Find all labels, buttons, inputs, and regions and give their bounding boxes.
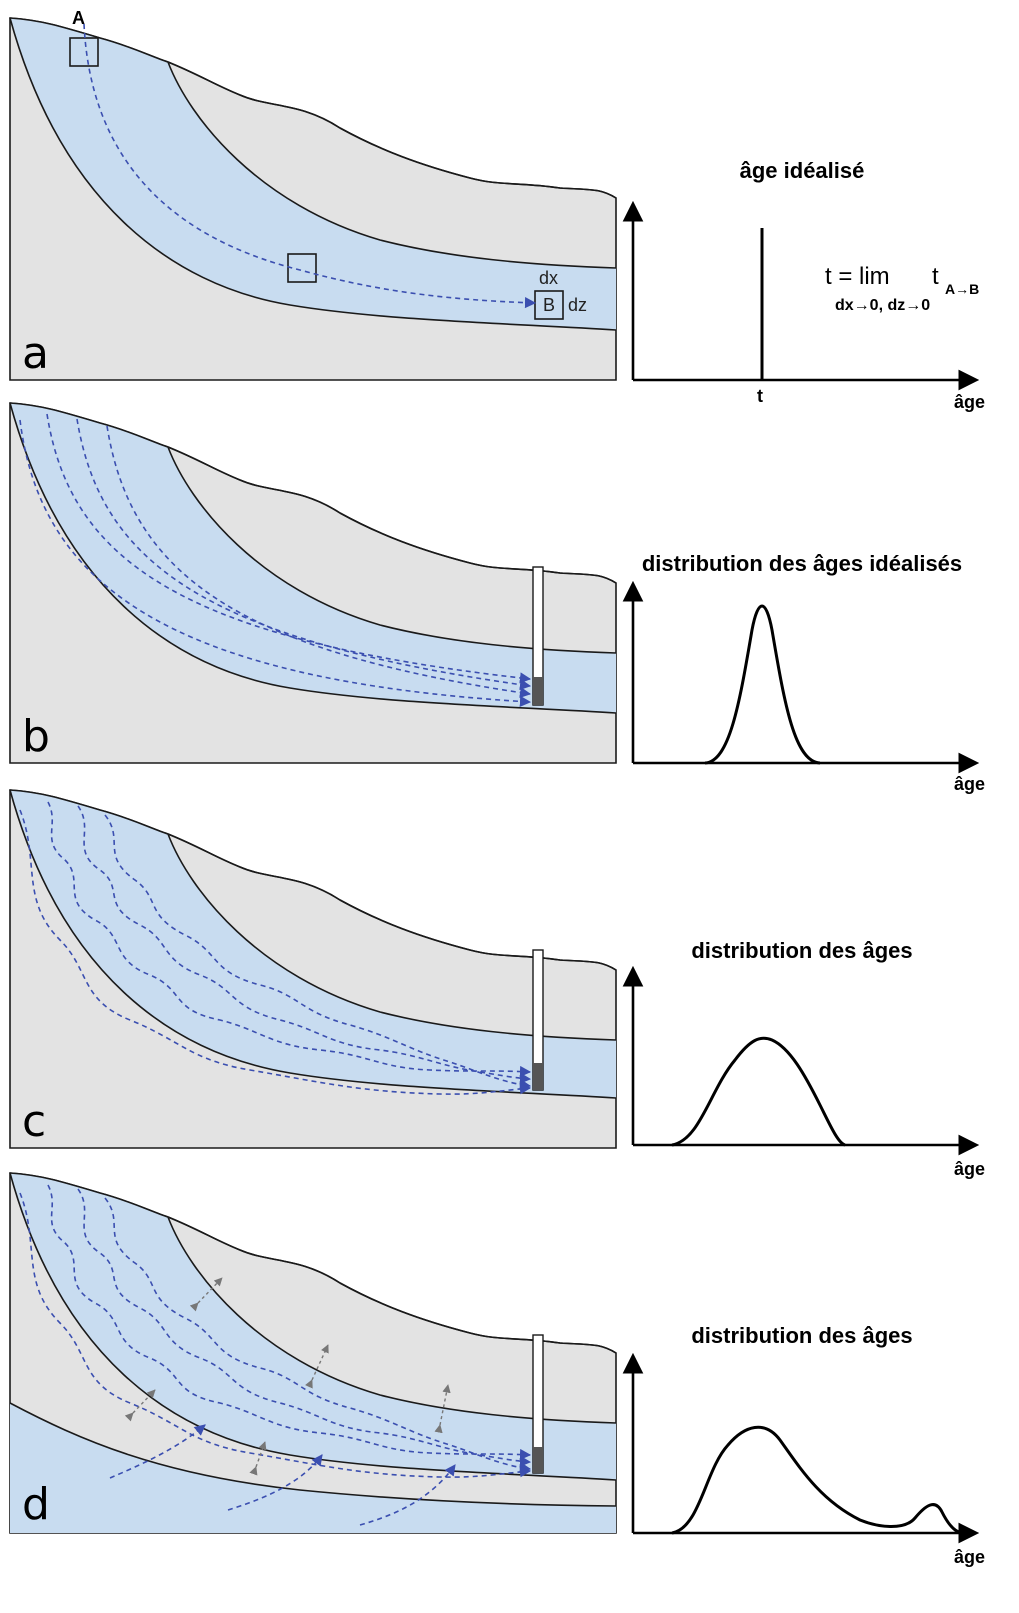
cell-middle <box>287 253 317 283</box>
chart-title: distribution des âges <box>691 1323 912 1348</box>
flow-path-4 <box>19 419 532 707</box>
panel-letter: d <box>22 1479 50 1530</box>
aquifer-top-boundary <box>167 61 617 269</box>
flow-path-2 <box>76 418 532 691</box>
aquifer-layer <box>10 1173 616 1480</box>
x-axis-label: âge <box>954 774 985 794</box>
well <box>532 949 544 1091</box>
panel-letter: c <box>22 1096 46 1147</box>
age-distribution-curve <box>671 1425 963 1535</box>
well-screen-icon <box>533 1447 543 1473</box>
lower-aquifer-boundary <box>9 1402 617 1507</box>
flow-path-1 <box>47 801 532 1078</box>
recharge-arrow-1 <box>109 1424 206 1479</box>
aquifer-bottom-boundary <box>9 402 617 714</box>
flow-path-1 <box>46 413 532 684</box>
chart-title: distribution des âges idéalisés <box>642 551 962 576</box>
aquifer-top-boundary <box>167 446 617 654</box>
aquifer-layer <box>10 790 616 1098</box>
formula-main: t = lim <box>825 263 890 290</box>
flow-path-2 <box>77 805 532 1084</box>
flow-path-4 <box>19 809 532 1095</box>
x-axis-label: âge <box>954 392 985 412</box>
flow-path-4 <box>19 1192 532 1478</box>
dz-label: dz <box>568 295 587 315</box>
ground-surface <box>9 1172 617 1354</box>
panel-c: c distribution des âges âge <box>9 789 985 1179</box>
tick-label: t <box>757 386 763 406</box>
ground-surface <box>9 402 617 584</box>
recharge-arrow-2 <box>227 1454 323 1511</box>
aquifer-top-boundary <box>167 833 617 1041</box>
chart-title: distribution des âges <box>691 938 912 963</box>
x-axis-label: âge <box>954 1159 985 1179</box>
aquifer-bottom-boundary <box>9 789 617 1099</box>
exchange-arrow-icon <box>249 1441 267 1476</box>
flow-path-1 <box>47 1184 532 1461</box>
ground-surface <box>9 17 617 199</box>
panel-letter: a <box>22 328 49 379</box>
point-a-label: A <box>72 8 85 28</box>
chart-title: âge idéalisé <box>740 158 865 183</box>
formula-limit: dx→0, dz→0 <box>835 297 930 314</box>
flow-path-3 <box>104 1197 532 1474</box>
panel-b: b distribution des âges idéalisés âge <box>9 402 985 794</box>
aquifer-bottom-boundary <box>9 1172 617 1481</box>
aquifer-layer <box>10 18 616 330</box>
flow-path <box>83 23 537 309</box>
cell-a <box>69 37 99 67</box>
formula-subscript: A→B <box>945 281 979 297</box>
exchange-arrow-icon <box>124 1389 156 1422</box>
panel-a: A B dx dz a âge idéalisé t âge t = lim t… <box>9 8 985 412</box>
exchange-arrow-icon <box>305 1344 329 1389</box>
aquifer-top-boundary <box>167 1216 617 1424</box>
lower-aquifer-layer <box>10 1403 616 1533</box>
well <box>532 566 544 706</box>
ground-surface <box>9 789 617 971</box>
point-b-label: B <box>543 295 555 315</box>
x-axis-label: âge <box>954 1547 985 1567</box>
panel-d: d distribution des âges âge <box>9 1172 985 1567</box>
well <box>532 1334 544 1474</box>
well-screen-icon <box>533 1063 543 1090</box>
flow-path-3 <box>104 814 532 1091</box>
dx-label: dx <box>539 268 558 288</box>
formula-t: t <box>932 263 939 290</box>
panel-letter: b <box>22 711 50 762</box>
flow-path-3 <box>106 425 532 699</box>
recharge-arrow-3 <box>359 1464 456 1526</box>
aquifer-layer <box>10 403 616 713</box>
well-screen-icon <box>533 677 543 705</box>
age-distribution-curve <box>704 604 821 765</box>
aquifer-bottom-boundary <box>9 17 617 331</box>
exchange-arrow-icon <box>434 1384 451 1434</box>
flow-path-2 <box>77 1188 532 1467</box>
age-distribution-curve <box>671 1036 846 1147</box>
